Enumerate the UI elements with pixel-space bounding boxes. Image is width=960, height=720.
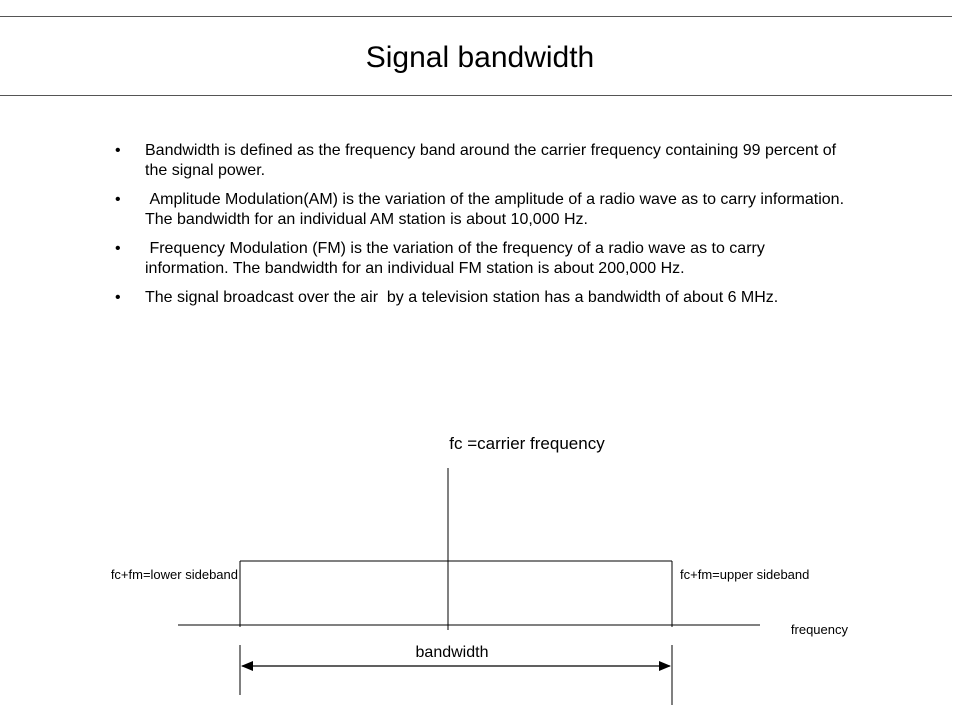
bullet-text: Amplitude Modulation(AM) is the variatio…	[145, 191, 849, 228]
bullet-list: • Bandwidth is defined as the frequency …	[115, 141, 845, 317]
bullet-dot-icon: •	[115, 142, 121, 159]
frequency-axis-label: frequency	[791, 622, 849, 637]
bullet-dot-icon: •	[115, 191, 121, 208]
upper-sideband-label: fc+fm=upper sideband	[680, 567, 809, 582]
title-underline-rule	[0, 95, 952, 96]
bullet-item-definition: • Bandwidth is defined as the frequency …	[115, 141, 845, 181]
bullet-item-tv: • The signal broadcast over the air by a…	[115, 288, 845, 308]
lower-sideband-label: fc+fm=lower sideband	[111, 567, 238, 582]
carrier-frequency-label: fc =carrier frequency	[449, 434, 605, 453]
top-rule	[0, 16, 952, 17]
bullet-dot-icon: •	[115, 240, 121, 257]
bandwidth-diagram: fc =carrier frequency fc+fm=lower sideba…	[111, 434, 849, 705]
bullet-text: The signal broadcast over the air by a t…	[145, 289, 779, 306]
bandwidth-label: bandwidth	[416, 644, 489, 661]
bullet-text: Bandwidth is defined as the frequency ba…	[145, 142, 837, 179]
bullet-text: Frequency Modulation (FM) is the variati…	[145, 240, 770, 277]
slide-title: Signal bandwidth	[365, 41, 595, 74]
bullet-dot-icon: •	[115, 289, 121, 306]
bullet-item-fm: • Frequency Modulation (FM) is the varia…	[115, 239, 845, 279]
bullet-item-am: • Amplitude Modulation(AM) is the variat…	[115, 190, 845, 230]
